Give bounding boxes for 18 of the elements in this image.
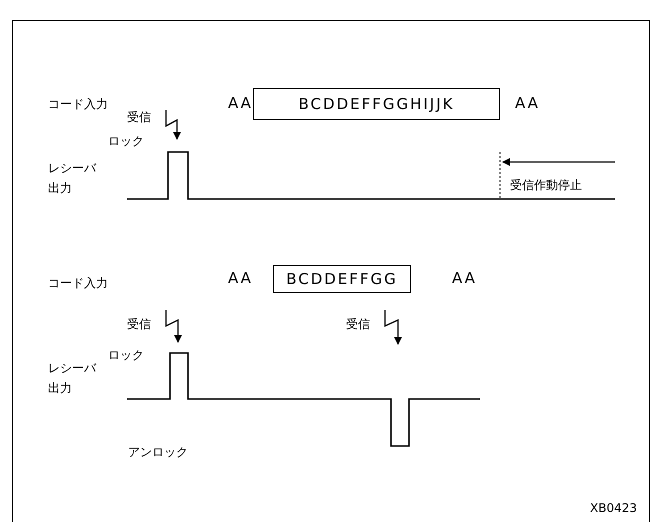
event-label: 受信 bbox=[127, 109, 151, 126]
note-text: 受信作動停止 bbox=[510, 177, 582, 194]
signal-name: レシーバ出力 bbox=[48, 160, 98, 197]
code-text: AA bbox=[452, 268, 477, 288]
code-frame: BCDDEFFGGHIJJK bbox=[253, 88, 500, 120]
signal-name: レシーバ出力 bbox=[48, 360, 98, 397]
signal-name: コード入力 bbox=[48, 96, 108, 113]
code-frame: BCDDEFFGG bbox=[273, 265, 411, 293]
code-text: AA bbox=[515, 93, 540, 113]
state-label: アンロック bbox=[128, 444, 188, 461]
event-label: 受信 bbox=[127, 316, 151, 333]
state-label: ロック bbox=[108, 347, 144, 364]
code-text: AA bbox=[228, 93, 253, 113]
signal-name: コード入力 bbox=[48, 275, 108, 292]
figure-code: XB0423 bbox=[590, 500, 637, 517]
event-label: 受信 bbox=[346, 316, 370, 333]
code-text: AA bbox=[228, 268, 253, 288]
state-label: ロック bbox=[108, 133, 144, 150]
